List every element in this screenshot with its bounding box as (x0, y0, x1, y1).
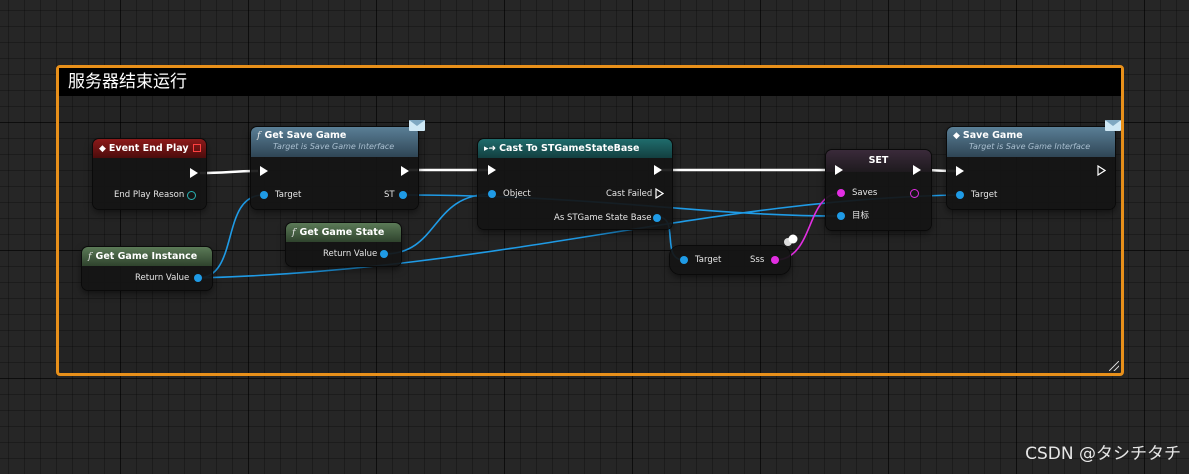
node-header[interactable]: ◆Event End Play (93, 139, 206, 158)
save-game-node[interactable]: ◆Save Game Target is Save Game Interface… (947, 120, 1121, 209)
saves-pin[interactable] (837, 189, 845, 197)
end-play-reason-pin[interactable] (187, 191, 196, 200)
comment-title[interactable]: 服务器结束运行 (59, 68, 1121, 96)
cast-arrow-icon: ▸➜ (484, 144, 497, 154)
f-icon: f (257, 130, 261, 141)
pin-label: Return Value (135, 273, 190, 283)
exec-in-pin[interactable] (956, 166, 964, 176)
node-subtitle: Target is Save Game Interface (969, 142, 1091, 151)
cast-node[interactable]: ▸➜Cast To STGameStateBase Object Cast Fa… (478, 139, 672, 229)
pin-label: 目标 (852, 211, 870, 221)
target-pin[interactable] (260, 191, 268, 199)
st-pin[interactable] (399, 191, 407, 199)
target-pin[interactable] (680, 256, 688, 264)
cast-failed-pin[interactable] (655, 188, 664, 199)
f-icon: f (88, 251, 92, 262)
node-header[interactable]: ▸➜Cast To STGameStateBase (478, 139, 672, 158)
pin-label: Object (503, 189, 531, 199)
node-title: Get Save Game (264, 130, 347, 141)
node-title: Cast To STGameStateBase (499, 143, 640, 154)
pin-label: ST (384, 190, 395, 200)
resize-handle[interactable] (1109, 361, 1119, 371)
as-stgame-state-base-pin[interactable] (653, 214, 661, 222)
exec-out-pin[interactable] (913, 165, 921, 175)
pin-label: Saves (852, 188, 878, 198)
pin-label: Target (275, 190, 302, 200)
exec-out-pin[interactable] (401, 166, 409, 176)
node-title: SET (868, 155, 889, 166)
get-sss-node[interactable]: Target Sss (670, 234, 798, 274)
exec-out-pin[interactable] (654, 165, 662, 175)
event-end-play-node[interactable]: ◆Event End Play End Play Reason (93, 139, 206, 209)
exec-out-pin[interactable] (190, 168, 198, 178)
network-replicated-icon (784, 234, 798, 246)
set-node[interactable]: SET Saves 目标 (826, 150, 931, 230)
exec-in-pin[interactable] (835, 165, 843, 175)
target-pin[interactable] (956, 191, 964, 199)
object-pin[interactable] (488, 190, 496, 198)
return-value-pin[interactable] (194, 274, 202, 282)
pin-label: Sss (750, 255, 765, 265)
return-value-pin[interactable] (380, 250, 388, 258)
node-title: Get Game State (299, 227, 385, 238)
envelope-icon (1105, 120, 1121, 131)
pin-label: Target (971, 190, 998, 200)
node-title: Get Game Instance (95, 251, 198, 262)
envelope-icon (409, 120, 425, 131)
node-header[interactable]: ◆Save Game Target is Save Game Interface (947, 127, 1115, 157)
pin-label: Cast Failed (606, 189, 653, 199)
diamond-event-icon: ◆ (99, 144, 106, 154)
exec-in-pin[interactable] (488, 165, 496, 175)
pin-label: Target (695, 255, 722, 265)
pin-label: As STGame State Base (554, 213, 652, 223)
diamond-event-icon: ◆ (953, 131, 960, 141)
node-header[interactable]: SET (826, 150, 931, 172)
node-title: Save Game (962, 130, 1023, 141)
pin-label: Return Value (323, 249, 378, 259)
node-subtitle: Target is Save Game Interface (273, 142, 395, 151)
saves-out-pin[interactable] (910, 189, 919, 198)
sss-pin[interactable] (771, 256, 779, 264)
exec-in-pin[interactable] (260, 166, 268, 176)
delegate-icon (193, 144, 201, 152)
node-title: Event End Play (108, 143, 189, 154)
f-icon: f (292, 227, 296, 238)
watermark: CSDN @タシチタチ (1025, 444, 1181, 464)
pin-label: End Play Reason (114, 190, 185, 200)
target-pin[interactable] (837, 212, 845, 220)
exec-out-pin[interactable] (1097, 165, 1106, 176)
